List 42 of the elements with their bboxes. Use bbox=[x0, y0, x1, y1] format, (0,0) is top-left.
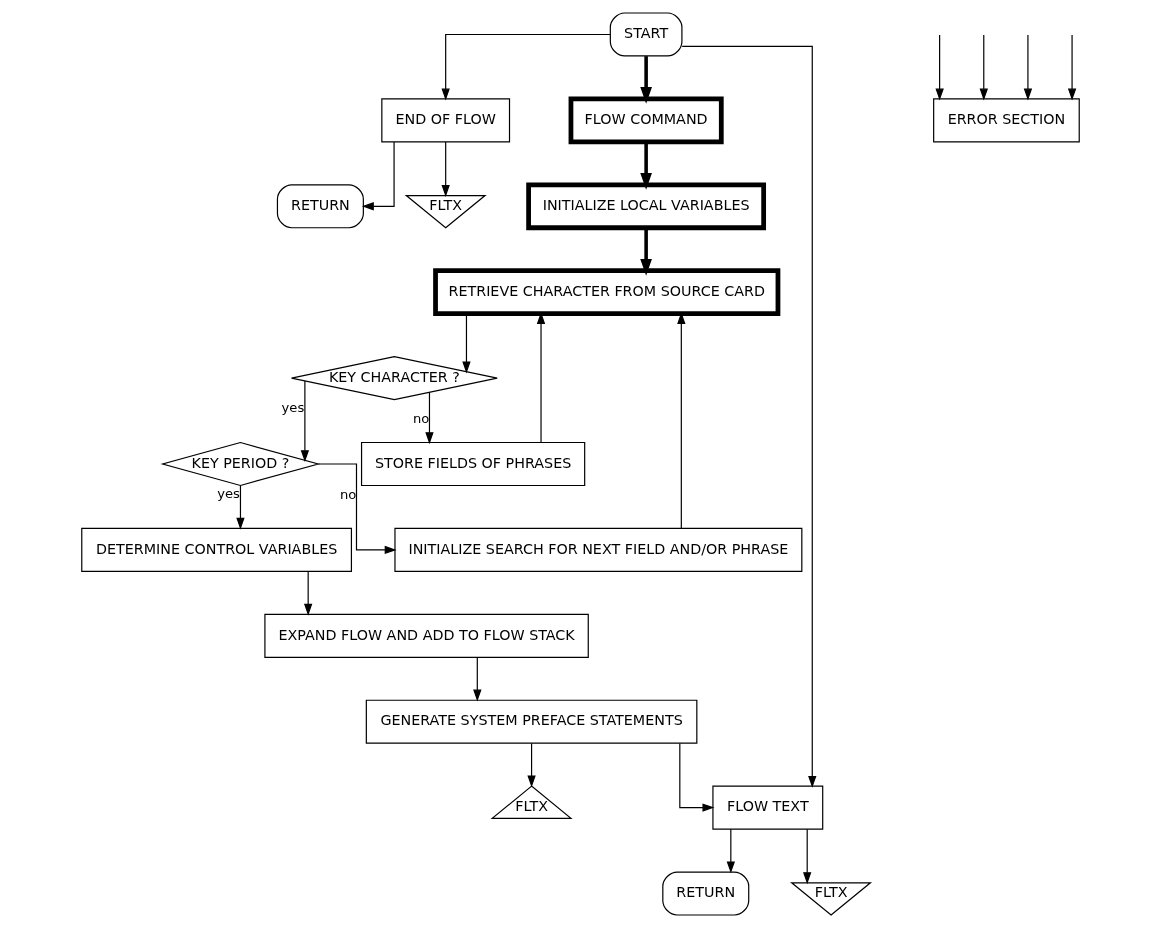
node-box: RETRIEVE CHARACTER FROM SOURCE CARD bbox=[432, 268, 780, 317]
arrow bbox=[235, 485, 245, 530]
arrow bbox=[726, 828, 735, 874]
arrow bbox=[639, 142, 652, 190]
arrow bbox=[526, 742, 536, 788]
node-box: RETURN bbox=[661, 871, 749, 916]
arrow bbox=[361, 141, 395, 211]
arrow bbox=[441, 141, 450, 197]
edge-label: yes bbox=[281, 400, 304, 416]
arrow bbox=[303, 571, 312, 616]
edge-label: yes bbox=[216, 486, 240, 502]
arrow bbox=[639, 227, 652, 276]
edge-label: no bbox=[412, 411, 429, 427]
arrow bbox=[639, 56, 652, 104]
arrow bbox=[441, 33, 611, 101]
arrow bbox=[472, 656, 481, 702]
arrow bbox=[678, 742, 714, 812]
node-diamond: KEY CHARACTER ? bbox=[290, 356, 498, 401]
arrow bbox=[979, 34, 988, 101]
edge-label: no bbox=[339, 486, 356, 502]
arrow bbox=[934, 34, 944, 101]
node-diamond: KEY PERIOD ? bbox=[159, 441, 320, 487]
node-box: DETERMINE CONTROL VARIABLES bbox=[80, 527, 352, 572]
node-box: FLOW COMMAND bbox=[568, 96, 724, 145]
arrow bbox=[1067, 34, 1076, 101]
arrow bbox=[317, 463, 397, 555]
node-box: EXPAND FLOW AND ADD TO FLOW STACK bbox=[263, 613, 589, 658]
node-box: ERROR SECTION bbox=[932, 98, 1080, 143]
arrow bbox=[1023, 34, 1032, 101]
node-box: STORE FIELDS OF PHRASES bbox=[360, 441, 585, 487]
arrow bbox=[802, 828, 811, 885]
arrow bbox=[681, 45, 816, 788]
node-box: RETURN bbox=[276, 184, 364, 229]
arrow bbox=[461, 313, 471, 374]
node-box: INITIALIZE SEARCH FOR NEXT FIELD AND/OR PHRASE bbox=[393, 527, 802, 572]
node-box: START bbox=[609, 12, 682, 57]
node-box: INITIALIZE LOCAL VARIABLES bbox=[525, 182, 766, 231]
arrow bbox=[424, 391, 434, 445]
node-box: GENERATE SYSTEM PREFACE STATEMENTS bbox=[365, 699, 697, 744]
node-box: END OF FLOW bbox=[380, 98, 510, 143]
node-box: FLOW TEXT bbox=[711, 785, 823, 830]
arrow bbox=[300, 380, 309, 463]
